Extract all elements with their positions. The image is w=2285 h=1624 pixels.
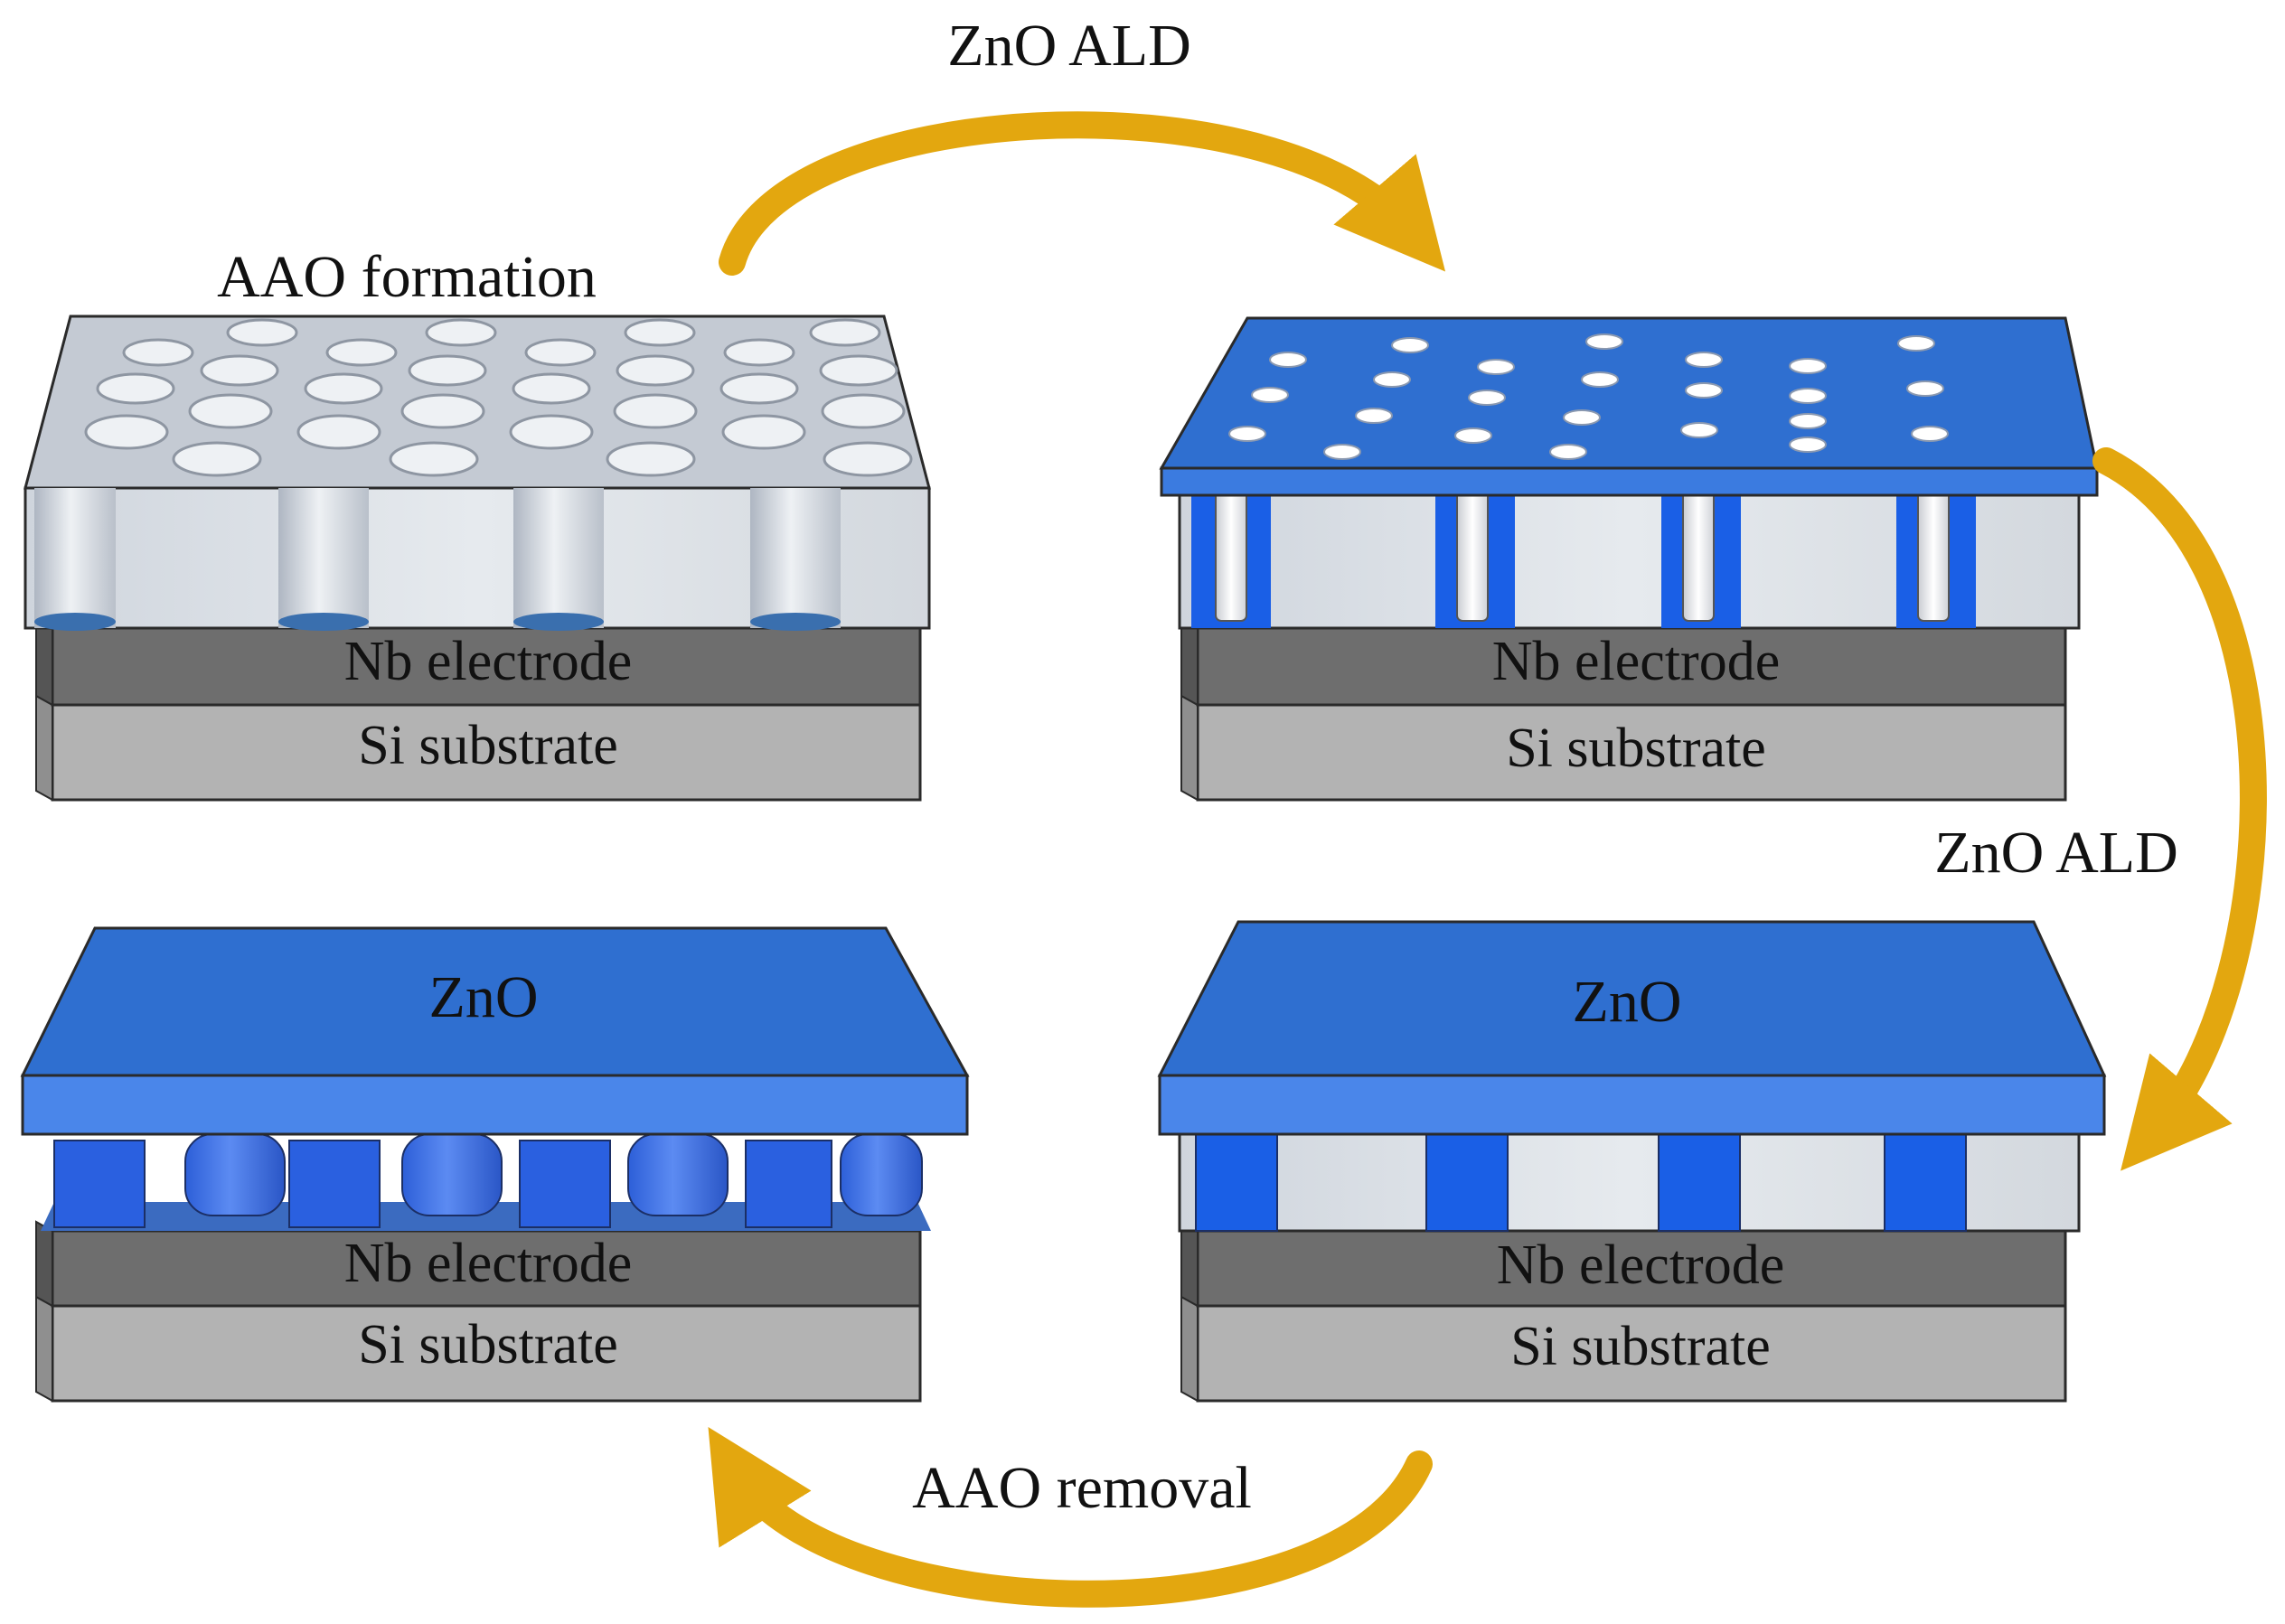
zno-filled-channels bbox=[1195, 1133, 1967, 1232]
step-label-aao-removal: AAO removal bbox=[912, 1455, 1252, 1521]
si-substrate-layer bbox=[1196, 703, 2067, 802]
nb-electrode-layer bbox=[1196, 1229, 2067, 1308]
zno-label: ZnO bbox=[429, 964, 539, 1030]
si-substrate-label: Si substrate bbox=[1506, 718, 1766, 779]
si-substrate-side bbox=[35, 1295, 53, 1403]
nb-electrode-layer bbox=[51, 626, 922, 707]
si-substrate-label: Si substrate bbox=[1510, 1316, 1771, 1377]
nb-electrode-layer bbox=[1196, 626, 2067, 707]
panel-zno-coated-template: Nb electrode Si substrate bbox=[1159, 316, 2099, 802]
zno-lined-channels bbox=[1191, 474, 1976, 628]
zno-label: ZnO bbox=[1573, 969, 1682, 1035]
nb-electrode-side bbox=[35, 617, 53, 707]
step-label-zno-ald-right: ZnO ALD bbox=[1934, 820, 2177, 886]
arrow-zno-ald-right bbox=[2092, 447, 2267, 1171]
si-substrate-layer bbox=[51, 703, 922, 802]
zno-nanopillars bbox=[53, 1133, 923, 1228]
panel-aao-removed: ZnO Nb electrode Si substrate bbox=[20, 926, 970, 1403]
nb-electrode-label: Nb electrode bbox=[1497, 1234, 1784, 1296]
panel-zno-filled: ZnO Nb electrode Si substrate bbox=[1157, 920, 2107, 1403]
zno-top-layer-top bbox=[20, 926, 970, 1077]
process-arrows bbox=[708, 111, 2267, 1608]
si-substrate-layer bbox=[1196, 1304, 2067, 1403]
step-label-aao-formation: AAO formation bbox=[217, 244, 597, 310]
aao-pore-channels bbox=[34, 488, 841, 631]
panel-aao-formation: Nb electrode Si substrate bbox=[24, 314, 931, 802]
nb-electrode-side bbox=[1180, 1220, 1199, 1308]
arrow-aao-removal bbox=[708, 1427, 1433, 1608]
zno-top-layer-front bbox=[1158, 1074, 2106, 1136]
arrow-zno-ald-top bbox=[719, 111, 1446, 276]
zno-top-layer-front bbox=[21, 1074, 969, 1136]
si-substrate-side bbox=[1180, 694, 1199, 802]
zno-top-layer-top bbox=[1157, 920, 2107, 1077]
step-label-zno-ald-top: ZnO ALD bbox=[947, 13, 1190, 79]
nb-electrode-label: Nb electrode bbox=[344, 631, 632, 692]
si-substrate-side bbox=[1180, 1295, 1199, 1403]
zno-coating-top bbox=[1159, 316, 2099, 470]
si-substrate-label: Si substrate bbox=[358, 1314, 618, 1375]
si-substrate-label: Si substrate bbox=[358, 715, 618, 776]
zno-top-pores bbox=[1228, 333, 1949, 460]
zno-coating-front bbox=[1160, 466, 2099, 497]
si-substrate-layer bbox=[51, 1304, 922, 1403]
nb-electrode-side bbox=[35, 1220, 53, 1308]
nb-electrode-label: Nb electrode bbox=[1492, 631, 1780, 692]
si-substrate-side bbox=[35, 694, 53, 802]
nb-electrode-label: Nb electrode bbox=[344, 1233, 632, 1294]
aao-top-pores bbox=[84, 318, 913, 477]
nb-electrode-side bbox=[1180, 617, 1199, 707]
